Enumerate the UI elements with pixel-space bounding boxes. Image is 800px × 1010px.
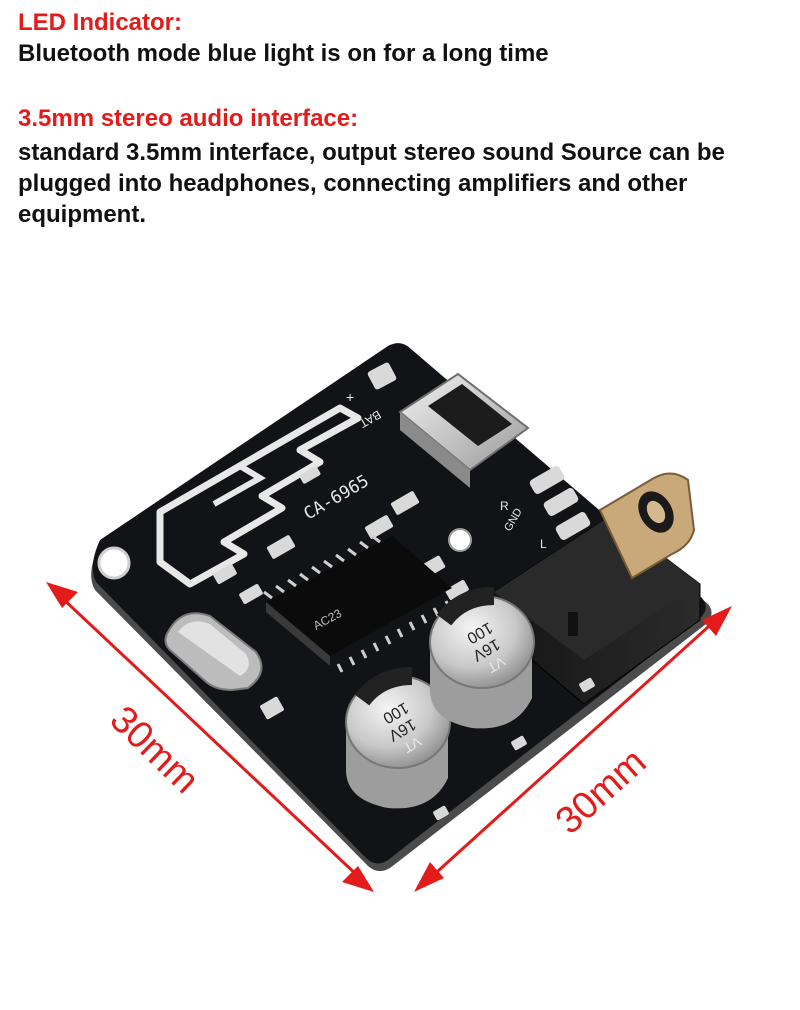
cap2-series: VT — [484, 653, 508, 676]
micro-usb-port — [398, 372, 530, 488]
mounting-hole-left — [97, 546, 131, 580]
bottom-pads — [433, 677, 595, 821]
dimension-label-left: 30mm — [102, 698, 207, 802]
bluetooth-ic-chip: AC23 — [263, 534, 452, 673]
antenna-trace-inner — [158, 462, 266, 515]
plus-label: + — [346, 389, 354, 405]
dimension-arrow-left — [46, 582, 374, 892]
capacitor-1: 100 16V VT — [345, 667, 451, 809]
dimension-arrow-right — [414, 606, 732, 892]
antenna-trace — [156, 404, 362, 588]
audio-jack-3-5mm — [493, 472, 701, 705]
led-indicator-text: Bluetooth mode blue light is on for a lo… — [18, 40, 549, 67]
audio-interface-title: 3.5mm stereo audio interface: — [18, 105, 359, 132]
led-indicator-title: LED Indicator: — [18, 9, 183, 36]
l-label: L — [540, 537, 547, 551]
r-label: R — [500, 499, 509, 513]
capacitor-2: 100 16V VT — [429, 587, 535, 729]
mounting-hole-center — [448, 528, 472, 552]
audio-interface-text: standard 3.5mm interface, output stereo … — [18, 139, 725, 228]
bat-pad — [367, 362, 397, 390]
cap1-series: VT — [400, 733, 424, 756]
crystal-oscillator — [164, 612, 263, 692]
